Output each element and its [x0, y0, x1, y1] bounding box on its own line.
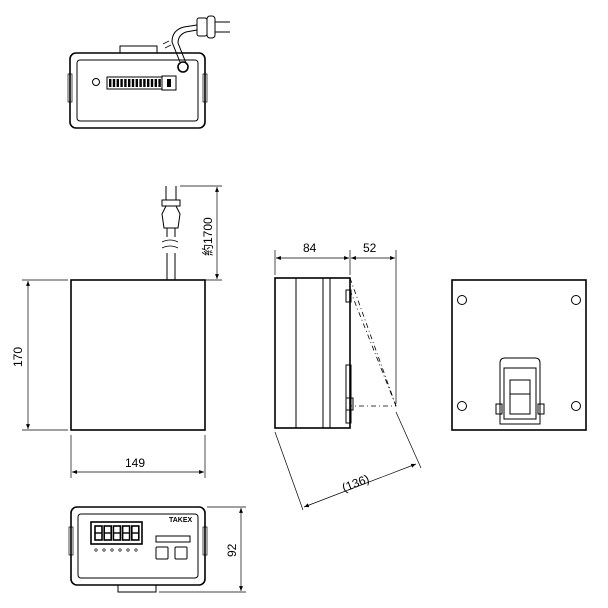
dimension-cord: 約1700: [180, 185, 222, 281]
terminal-pin: [139, 79, 142, 87]
control-panel-view: TAKEX: [68, 506, 208, 593]
rear-view: [451, 279, 587, 431]
height-label: 170: [11, 347, 25, 367]
depth-front-label: 84: [303, 241, 317, 255]
indicator-led: [118, 548, 122, 552]
indicator-led: [102, 548, 106, 552]
dimension-depth: 84 52: [274, 241, 397, 404]
terminal-pin: [158, 79, 161, 87]
terminal-strip: [106, 75, 177, 91]
dimension-height: 170: [11, 279, 68, 431]
terminal-pin: [124, 79, 127, 87]
left-button[interactable]: [155, 546, 169, 560]
mounting-hole-icon: [92, 78, 100, 86]
right-button[interactable]: [174, 546, 188, 560]
front-height-label: 92: [225, 543, 239, 557]
dimension-width: 149: [70, 435, 206, 478]
terminal-pin: [112, 79, 116, 87]
terminal-pin: [120, 79, 123, 87]
indicator-led: [134, 548, 138, 552]
terminal-pin: [128, 79, 131, 87]
terminal-pin: [109, 79, 112, 87]
terminal-pin: [135, 79, 138, 87]
diagonal-label: (136): [340, 472, 371, 495]
terminal-pin: [143, 79, 146, 87]
indicator-led: [126, 548, 130, 552]
width-label: 149: [125, 456, 145, 470]
digital-display: [90, 521, 143, 545]
terminal-pin: [154, 79, 157, 87]
screw-hole-icon: [571, 401, 581, 411]
dimension-diagonal: (136): [274, 411, 422, 511]
screw-hole-icon: [457, 401, 467, 411]
dimension-front-height: 92: [159, 506, 246, 593]
cord-length-label: 約1700: [200, 217, 215, 256]
screw-hole-icon: [571, 295, 581, 305]
indicator-led: [94, 548, 98, 552]
top-view: [67, 15, 230, 129]
screw-hole-icon: [457, 295, 467, 305]
front-view: [70, 186, 206, 431]
terminal-pin: [131, 79, 135, 87]
terminal-pin: [116, 79, 119, 87]
side-view: [274, 277, 397, 429]
indicator-led: [110, 548, 114, 552]
wall-bracket: [495, 357, 545, 425]
terminal-pin: [150, 79, 154, 87]
brand-logo: TAKEX: [169, 517, 193, 524]
terminal-pin: [147, 79, 150, 87]
depth-hood-label: 52: [363, 241, 377, 255]
